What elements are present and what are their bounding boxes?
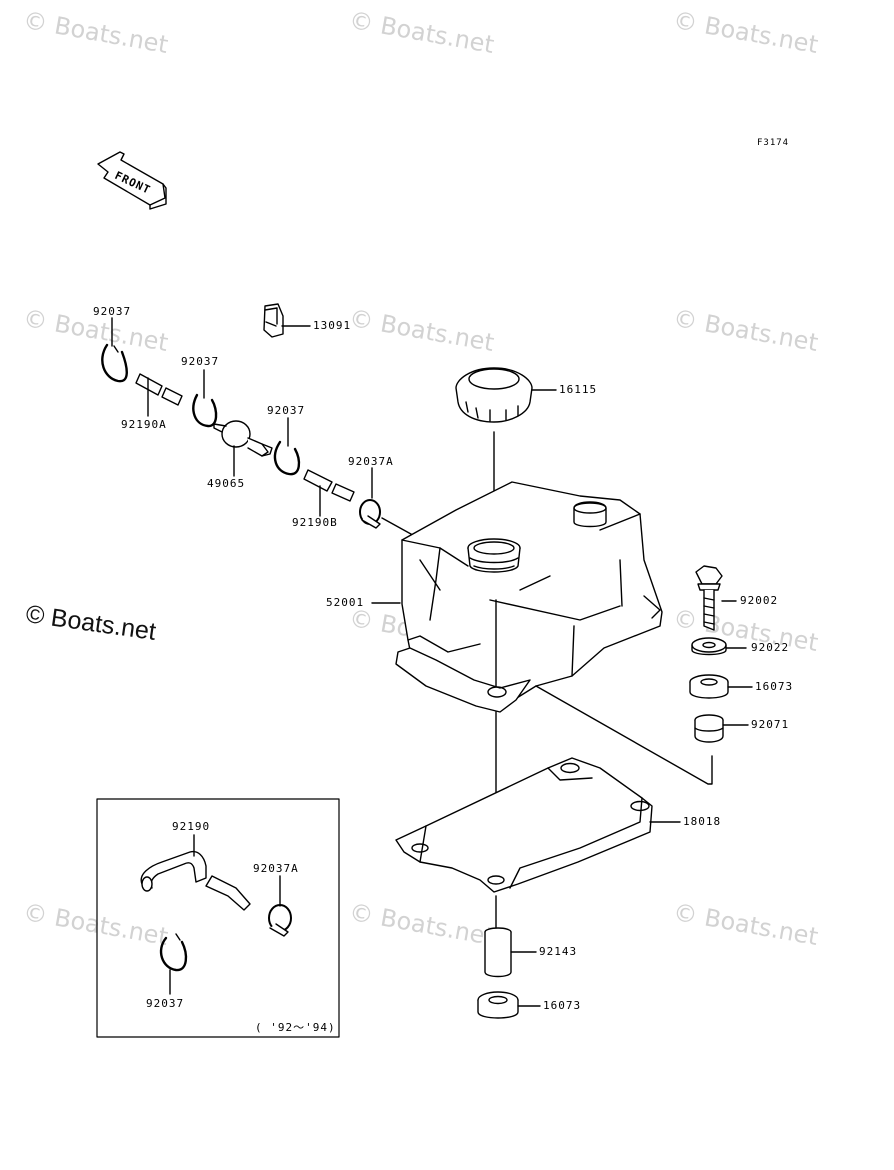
- part-label-92190a[interactable]: 92190A: [121, 418, 167, 431]
- part-label-16073[interactable]: 16073: [543, 999, 582, 1012]
- inset-part-label-92190[interactable]: 92190: [172, 820, 211, 833]
- grommet-16073-a: [689, 674, 729, 699]
- collar-92143: [484, 927, 512, 978]
- part-label-92143[interactable]: 92143: [539, 945, 578, 958]
- washer-92022: [691, 637, 727, 656]
- part-label-92037[interactable]: 92037: [267, 404, 306, 417]
- part-label-92002[interactable]: 92002: [740, 594, 779, 607]
- fuel-tank-52001: [395, 481, 663, 713]
- part-label-92190b[interactable]: 92190B: [292, 516, 338, 529]
- clamp-92037-c: [273, 440, 301, 476]
- part-label-92037[interactable]: 92037: [93, 305, 132, 318]
- clamp-92037-b: [192, 393, 218, 428]
- inset-part-label-92037[interactable]: 92037: [146, 997, 185, 1010]
- part-label-16073[interactable]: 16073: [755, 680, 794, 693]
- part-label-13091[interactable]: 13091: [313, 319, 352, 332]
- clamp-92037-a: [101, 343, 128, 383]
- figure-code: F3174: [757, 138, 790, 148]
- inset-clamp-92037: [159, 936, 188, 972]
- inset-clamp-92037a: [268, 904, 292, 937]
- grommet-16073-b: [477, 991, 519, 1019]
- clamp-92037a: [359, 499, 381, 529]
- fuel-filter-49065: [213, 420, 273, 457]
- collar-92071: [694, 714, 724, 743]
- inset-model-years: ( '92～'94): [255, 1021, 336, 1034]
- part-label-18018[interactable]: 18018: [683, 815, 722, 828]
- inset-part-label-92037a[interactable]: 92037A: [253, 862, 299, 875]
- hose-92190b: [303, 469, 355, 502]
- tray-18018: [395, 757, 653, 893]
- clip-13091: [263, 303, 284, 338]
- part-label-92037a[interactable]: 92037A: [348, 455, 394, 468]
- bolt-92002: [695, 565, 723, 631]
- inset-box: [96, 798, 340, 1038]
- part-label-49065[interactable]: 49065: [207, 477, 246, 490]
- front-arrow-icon: FRONT: [97, 151, 167, 210]
- part-label-52001[interactable]: 52001: [326, 596, 365, 609]
- tank-cap-16115: [455, 367, 533, 423]
- part-label-92037[interactable]: 92037: [181, 355, 220, 368]
- part-label-92022[interactable]: 92022: [751, 641, 790, 654]
- hose-92190a: [135, 373, 183, 406]
- part-label-16115[interactable]: 16115: [559, 383, 598, 396]
- part-label-92071[interactable]: 92071: [751, 718, 790, 731]
- inset-hose-92190: [140, 850, 251, 911]
